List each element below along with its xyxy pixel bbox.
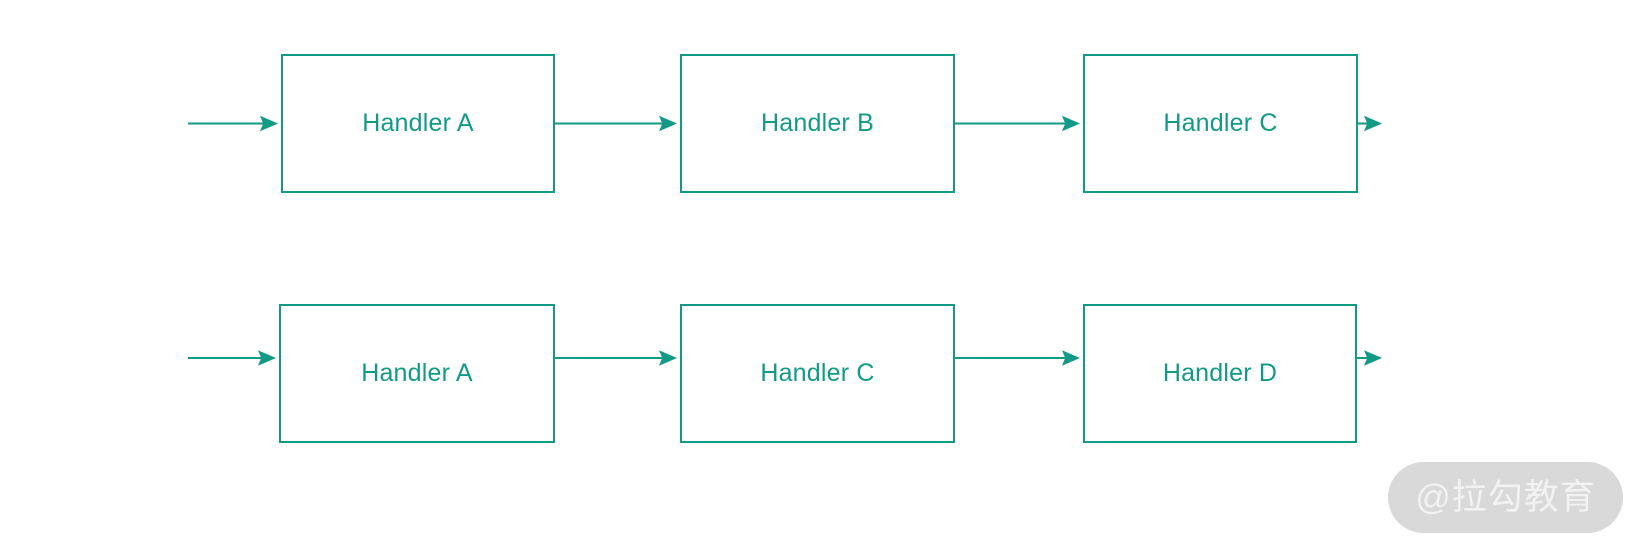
- node-chain1-handler-a[interactable]: Handler A: [281, 54, 555, 193]
- node-label: Handler B: [761, 109, 874, 137]
- handler-chain-1: Handler A Handler B Handler C: [0, 54, 1642, 193]
- watermark-badge: @拉勾教育: [1388, 462, 1623, 533]
- node-chain1-handler-c[interactable]: Handler C: [1083, 54, 1358, 193]
- node-label: Handler A: [362, 109, 474, 137]
- watermark-text: @拉勾教育: [1415, 478, 1596, 517]
- node-label: Handler C: [760, 359, 875, 387]
- node-chain1-handler-b[interactable]: Handler B: [680, 54, 955, 193]
- node-label: Handler D: [1162, 359, 1278, 387]
- node-chain2-handler-c[interactable]: Handler C: [680, 304, 955, 443]
- handler-chain-2: Handler A Handler C Handler D: [0, 304, 1642, 443]
- node-chain2-handler-d[interactable]: Handler D: [1083, 304, 1357, 443]
- node-label: Handler A: [361, 359, 473, 387]
- node-chain2-handler-a[interactable]: Handler A: [279, 304, 555, 443]
- node-label: Handler C: [1163, 109, 1278, 137]
